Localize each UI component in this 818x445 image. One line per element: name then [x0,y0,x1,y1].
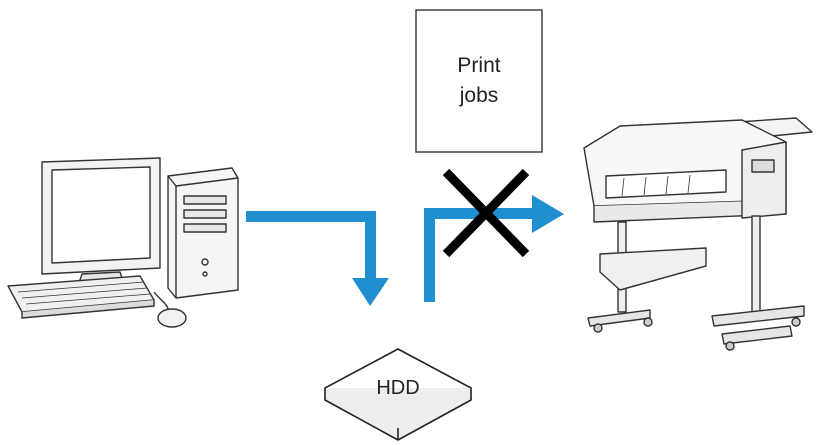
hard-disk-drive-icon [324,348,472,441]
arrow-to-hdd [246,211,389,306]
print-jobs-label-line1: Print [457,54,500,77]
print-jobs-label-line2: jobs [459,84,499,107]
desktop-computer-icon [7,157,239,328]
hdd-label: HDD [376,377,419,399]
large-format-printer-icon [583,117,813,351]
print-jobs-box: Print jobs [415,9,543,153]
x-mark-icon [442,168,530,258]
